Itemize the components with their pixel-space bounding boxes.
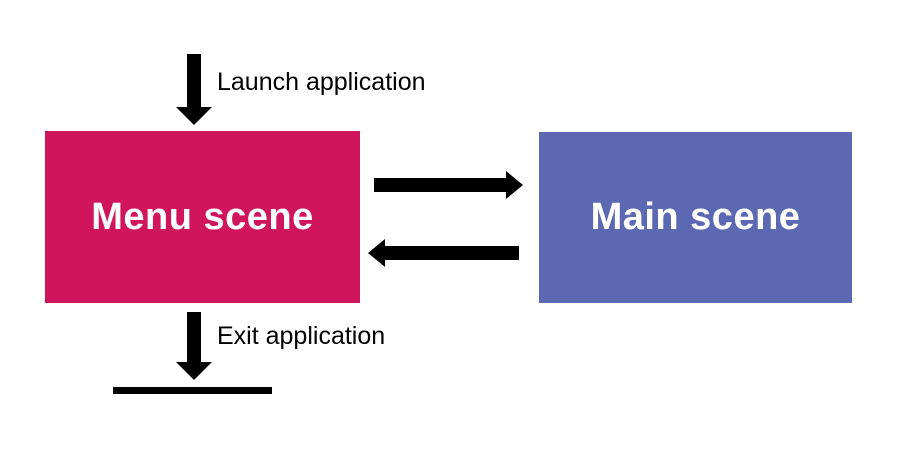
main-to-menu-arrow-shaft — [385, 246, 519, 260]
menu-scene-node: Menu scene — [45, 131, 360, 303]
launch-application-label: Launch application — [217, 68, 426, 96]
menu-to-main-arrowhead-icon — [506, 171, 523, 199]
main-scene-label: Main scene — [590, 196, 801, 238]
exit-arrow-shaft — [187, 312, 201, 362]
launch-arrowhead-icon — [176, 107, 212, 125]
main-to-menu-arrowhead-icon — [368, 239, 385, 267]
menu-to-main-arrow-shaft — [374, 178, 506, 192]
terminator-line — [113, 387, 272, 394]
exit-arrowhead-icon — [176, 362, 212, 380]
exit-application-label: Exit application — [217, 322, 386, 350]
launch-arrow-shaft — [187, 54, 201, 107]
main-scene-node: Main scene — [539, 132, 852, 303]
menu-scene-label: Menu scene — [91, 195, 314, 238]
